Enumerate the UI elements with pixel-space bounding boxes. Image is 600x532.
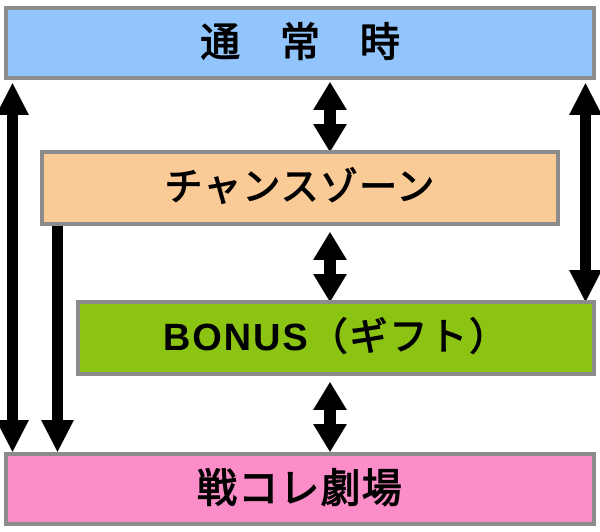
state-label-chance: チャンスゾーン xyxy=(164,167,436,209)
state-label-normal: 通 常 時 xyxy=(200,21,415,65)
arrow-bonus-theater xyxy=(313,382,347,452)
state-box-theater: 戦コレ劇場 xyxy=(4,452,596,526)
state-label-theater: 戦コレ劇場 xyxy=(197,467,403,511)
state-box-bonus: BONUS（ギフト） xyxy=(76,300,596,376)
arrow-normal-chance xyxy=(313,82,347,152)
arrow-chance-theater xyxy=(41,226,74,452)
state-box-normal: 通 常 時 xyxy=(4,6,596,80)
state-label-bonus: BONUS（ギフト） xyxy=(162,317,510,359)
arrow-normal-bonus xyxy=(569,83,600,302)
arrow-normal-theater xyxy=(0,83,29,452)
state-box-chance: チャンスゾーン xyxy=(40,150,560,226)
arrow-chance-bonus xyxy=(313,232,347,302)
